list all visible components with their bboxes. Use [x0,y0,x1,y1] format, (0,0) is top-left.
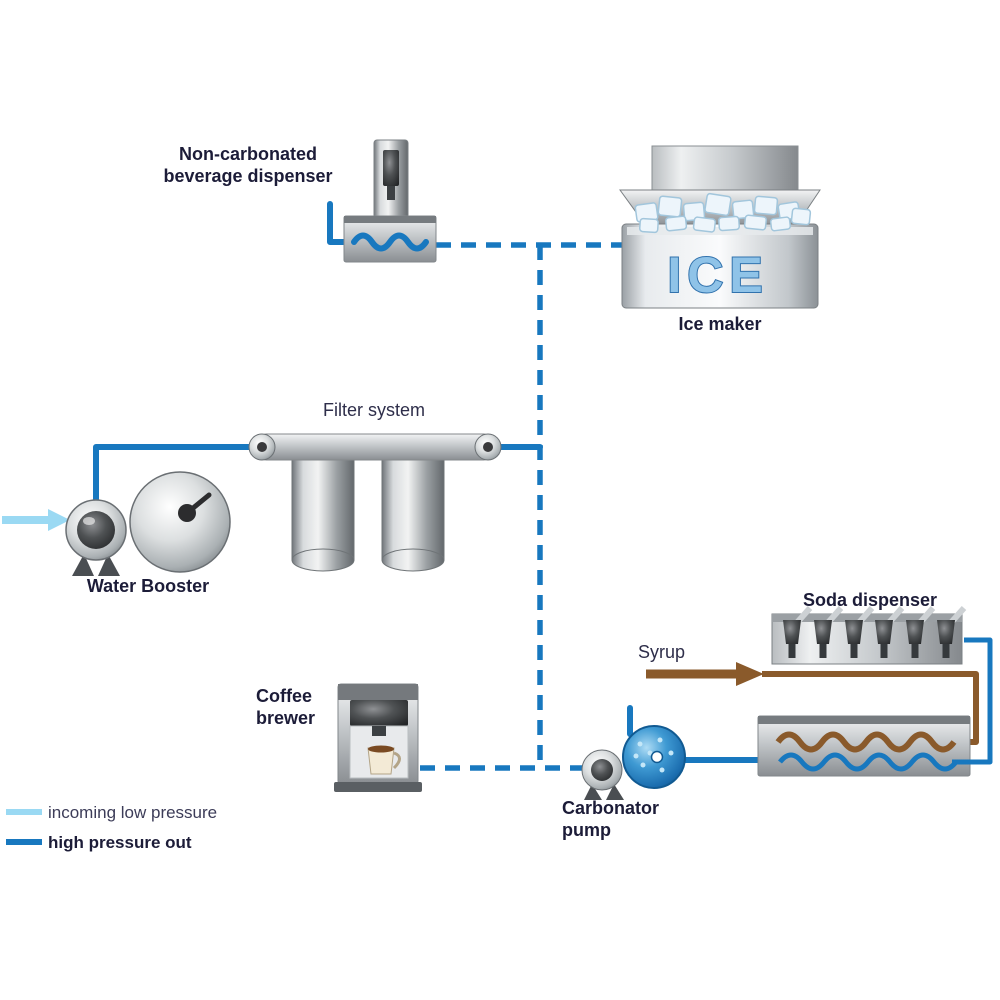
coffee-head [350,700,408,726]
label-coffee-line2: brewer [256,708,315,728]
booster-lever [184,492,212,516]
label-ice-maker: Ice maker [678,314,761,334]
ice-cube [731,199,755,220]
filter-cartridge-left [291,447,355,561]
ice-cube [790,207,812,226]
syrup-arrowhead [736,662,764,686]
soda-tray-water-wave [778,752,958,772]
filter-inlet-bolt [257,442,267,452]
ice-hopper [651,145,799,191]
label-filter-system: Filter system [323,400,425,420]
label-noncarb-line1: Non-carbonated [179,144,317,164]
syrup-wave [775,731,957,753]
coffee-top-band [338,684,418,700]
label-coffee-line1: Coffee [256,686,312,706]
legend-low-pressure-label: incoming low pressure [48,803,217,822]
low-pressure-inlet [2,509,70,531]
dispenser-tower-panel [383,150,399,186]
water-booster [65,471,231,576]
coffee-liquid [368,745,394,753]
soda-body [771,613,963,665]
labels: Non-carbonated beverage dispenser Ice ma… [87,144,937,840]
booster-leg-left [72,554,94,576]
filter-cartridge-right-bottom [381,548,445,572]
ice-bin-bevel [627,227,813,235]
booster-flywheel [129,471,231,573]
booster-pump-inlet [77,511,115,549]
label-water-booster: Water Booster [87,576,209,596]
filter-system [248,433,502,572]
ice-bin-text: ICE [667,247,768,303]
label-syrup: Syrup [638,642,685,662]
filter-head-bracket [261,433,489,461]
ice-cube [718,215,741,232]
booster-leg-right [98,554,120,576]
label-soda-dispenser: Soda dispenser [803,590,937,610]
dispenser-tray-lip [344,216,436,223]
coffee-nozzle [372,726,386,736]
ice-cube [753,195,779,216]
ice-cube [657,195,683,218]
ice-cube [664,215,688,232]
ice-maker: ICE [619,145,821,309]
filter-cartridge-right [381,447,445,561]
carbonator-texture [633,737,674,773]
carbonator-pump [581,725,686,800]
carbonator-outlet [650,750,664,764]
filter-cartridge-left-bottom [291,548,355,572]
soda-tray-syrup-wave [775,731,957,753]
ice-cube [743,214,768,231]
ice-cube [692,216,717,233]
carbonator-leg-right [606,784,624,800]
dashed-pipes [420,242,624,771]
coffee-brewer [334,683,422,792]
label-carbonator-line1: Carbonator [562,798,659,818]
ice-cube [638,217,659,234]
incoming-water-arrowhead [48,509,70,531]
soda-water-loop [952,637,993,765]
label-noncarb-line2: beverage dispenser [163,166,332,186]
coffee-base [334,782,422,792]
carbonator-leg-left [584,784,602,800]
ice-cube [704,192,732,217]
high-pressure-waves [351,232,993,772]
soda-tray-lip [758,716,970,724]
legend: incoming low pressure high pressure out [6,803,217,852]
filter-outlet-bolt [483,442,493,452]
carbonator-motor-core [591,759,613,781]
legend-high-pressure-label: high pressure out [48,833,192,852]
label-carbonator-line2: pump [562,820,611,840]
dispenser-tray-wave [351,232,429,252]
pipe-booster-to-filter [93,444,265,509]
dispenser-spout [387,186,395,200]
ice-cubes [634,192,812,234]
coffee-cup-handle [392,751,401,770]
ice-cube [769,216,792,232]
booster-pump-highlight [83,517,95,525]
